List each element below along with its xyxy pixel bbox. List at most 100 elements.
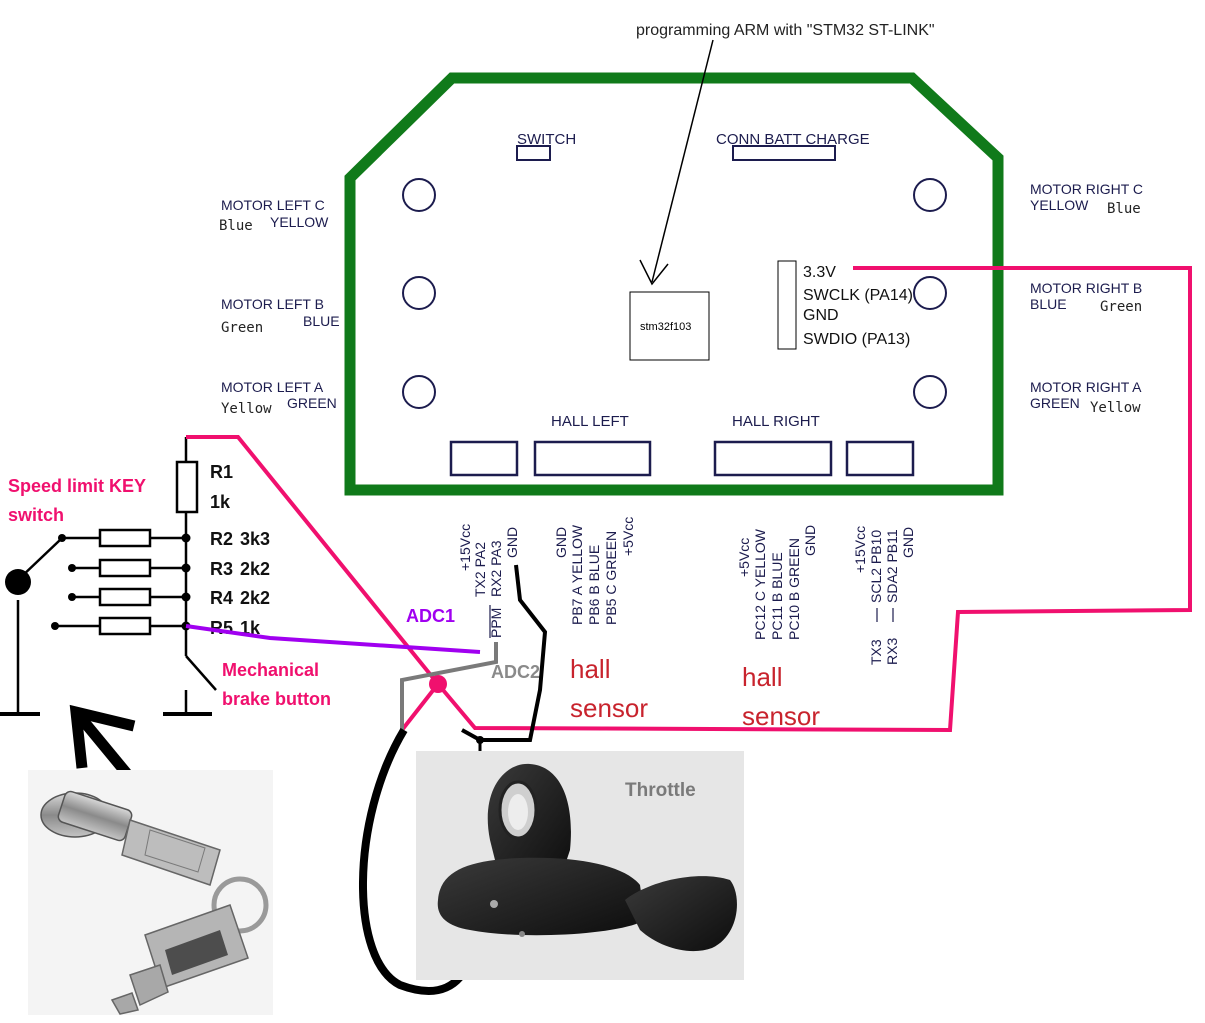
- batt-charge-label: CONN BATT CHARGE: [716, 131, 870, 148]
- hall-right-connector: [713, 440, 833, 477]
- motor-left-b-label: MOTOR LEFT B: [221, 296, 324, 312]
- uart-left-pin-1: +15Vcc: [457, 524, 473, 571]
- motor-left-a-color-b: GREEN: [287, 395, 337, 411]
- hall-sensor-2-line1: hall: [742, 662, 782, 692]
- hall-left-pin-2: PB7 A YELLOW: [569, 524, 585, 625]
- mcu-chip: [629, 291, 710, 361]
- wire-adc1: [185, 624, 481, 654]
- r1-value: 1k: [210, 492, 231, 512]
- hall-right-label: HALL RIGHT: [732, 413, 820, 430]
- hall-left-pin-labels: GND PB7 A YELLOW PB6 B BLUE PB5 C GREEN …: [553, 517, 636, 625]
- throttle-label: Throttle: [625, 780, 696, 801]
- right-uart-tx3: TX3: [868, 639, 884, 665]
- motor-left-c-terminal: [402, 178, 436, 212]
- hall-sensor-1-line1: hall: [570, 654, 610, 684]
- wire-3v3-junction: [429, 675, 447, 693]
- motor-right-b-color-a: BLUE: [1030, 296, 1067, 312]
- resistor-r3: [98, 558, 152, 578]
- hall-left-pin-5: +5Vcc: [620, 517, 636, 556]
- batt-charge-connector: [732, 145, 836, 161]
- hall-sensor-1-line2: sensor: [570, 693, 648, 723]
- hall-right-pin-5: GND: [802, 525, 818, 556]
- hall-left-label: HALL LEFT: [551, 413, 629, 430]
- r2-name: R2: [210, 529, 233, 549]
- resistor-r1: [175, 460, 199, 514]
- motor-right-a-color-b: Yellow: [1090, 400, 1141, 416]
- r3-name: R3: [210, 559, 233, 579]
- r4-name: R4: [210, 588, 233, 608]
- switch-connector: [516, 145, 551, 161]
- hall-right-pin-3: PC11 B BLUE: [769, 552, 785, 640]
- hall-left-pin-3: PB6 B BLUE: [586, 545, 602, 625]
- mcu-label: stm32f103: [640, 321, 691, 333]
- hall-right-pin-labels: +5Vcc PC12 C YELLOW PC11 B BLUE PC10 B G…: [736, 525, 818, 640]
- resistor-r4: [98, 587, 152, 607]
- hall-left-pin-1: GND: [553, 527, 569, 558]
- speed-limit-label-1: Speed limit KEY: [8, 476, 146, 496]
- ladder-nodes: [5, 533, 191, 631]
- right-i2c-pin-2: SCL2 PB10: [868, 530, 884, 603]
- motor-right-c-color-b: Blue: [1107, 201, 1141, 217]
- motor-right-c-terminal: [913, 178, 947, 212]
- key-switch-knob: [5, 569, 31, 595]
- resistor-r5: [98, 616, 152, 636]
- uart-left-pin-labels: +15Vcc TX2 PA2 RX2 PA3 GND PPM: [457, 524, 520, 638]
- motor-left-b-color-b: BLUE: [303, 313, 340, 329]
- motor-right-c-color-a: YELLOW: [1030, 197, 1089, 213]
- hall-left-pin-4: PB5 C GREEN: [603, 531, 619, 625]
- programming-arrow-head: [639, 259, 669, 286]
- right-i2c-pin-3: SDA2 PB11: [884, 529, 900, 603]
- motor-left-b-color-a: Green: [221, 320, 263, 336]
- r3-value: 2k2: [240, 559, 270, 579]
- resistor-r2: [98, 528, 152, 548]
- key-switch-arm: [19, 539, 61, 579]
- motor-left-a-label: MOTOR LEFT A: [221, 379, 324, 395]
- motor-right-a-terminal: [913, 375, 947, 409]
- motor-right-a-label: MOTOR RIGHT A: [1030, 379, 1142, 395]
- wire-3v3-throttle: [400, 682, 440, 732]
- hall-right-pin-4: PC10 B GREEN: [786, 538, 802, 640]
- stlink-pin-3: GND: [803, 307, 839, 324]
- motor-right-b-label: MOTOR RIGHT B: [1030, 280, 1142, 296]
- key-pointer-arrow: [69, 704, 136, 779]
- uart-left-pin-3: RX2 PA3: [488, 540, 504, 597]
- right-uart-rx3: RX3: [884, 638, 900, 665]
- throttle-photo: [416, 751, 744, 980]
- r2-value: 3k3: [240, 529, 270, 549]
- right-uart-pin-labels: +15Vcc SCL2 PB10 SDA2 PB11 GND TX3 RX3: [852, 526, 916, 665]
- stlink-header: [777, 260, 797, 350]
- brake-label-1: Mechanical: [222, 660, 319, 680]
- wire-adc2: [400, 642, 498, 730]
- motor-left-c-color-b: YELLOW: [270, 214, 329, 230]
- motor-right-b-terminal: [913, 276, 947, 310]
- motor-left-c-label: MOTOR LEFT C: [221, 197, 325, 213]
- r1-name: R1: [210, 462, 233, 482]
- uart-left-connector: [449, 440, 519, 477]
- uart-left-pin-4: GND: [504, 527, 520, 558]
- uart-left-ppm: PPM: [488, 608, 504, 638]
- switch-label: SWITCH: [517, 131, 576, 148]
- adc1-label: ADC1: [406, 606, 455, 626]
- motor-left-c-color-a: Blue: [219, 218, 253, 234]
- motor-right-c-label: MOTOR RIGHT C: [1030, 181, 1143, 197]
- speed-limit-label-2: switch: [8, 505, 64, 525]
- adc2-label: ADC2: [491, 662, 540, 682]
- hall-right-pin-2: PC12 C YELLOW: [752, 528, 768, 640]
- right-i2c-pin-1: +15Vcc: [852, 526, 868, 573]
- throttle-cable: [359, 727, 474, 995]
- uart-right-connector: [845, 440, 915, 477]
- stlink-pin-2: SWCLK (PA14): [803, 287, 913, 304]
- wire-3v3: [186, 266, 1192, 733]
- uart-left-pin-2: TX2 PA2: [472, 542, 488, 597]
- motor-right-a-color-a: GREEN: [1030, 395, 1080, 411]
- gnd-junction: [476, 736, 484, 744]
- motor-left-a-color-a: Yellow: [221, 401, 272, 417]
- programming-arrow: [651, 39, 714, 283]
- hall-right-pin-1: +5Vcc: [736, 538, 752, 577]
- stlink-pin-4: SWDIO (PA13): [803, 331, 910, 348]
- motor-right-b-color-b: Green: [1100, 299, 1142, 315]
- motor-left-b-terminal: [402, 276, 436, 310]
- stlink-pin-1: 3.3V: [803, 264, 836, 281]
- board-outline: [344, 72, 1004, 496]
